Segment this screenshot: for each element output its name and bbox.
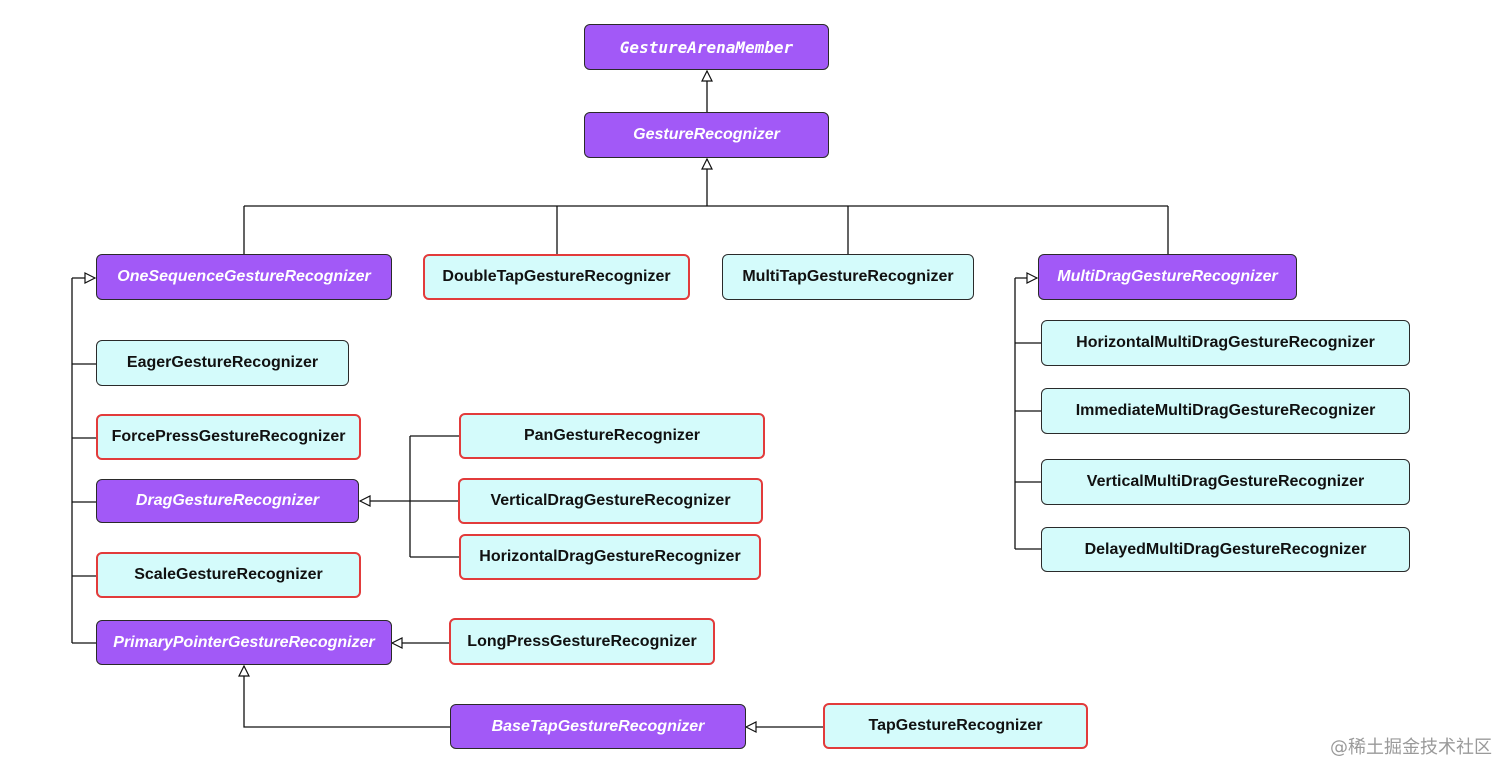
node-scale-gesture-recognizer: ScaleGestureRecognizer [96,552,361,598]
edge-base-tap [244,666,450,728]
node-tap-gesture-recognizer: TapGestureRecognizer [823,703,1088,749]
node-label: HorizontalDragGestureRecognizer [479,548,741,565]
node-horizontal-drag-gesture-recognizer: HorizontalDragGestureRecognizer [459,534,761,580]
node-label: PrimaryPointerGestureRecognizer [113,633,375,651]
node-label: ForcePressGestureRecognizer [111,428,346,445]
node-label: MultiDragGestureRecognizer [1057,268,1278,285]
node-pan-gesture-recognizer: PanGestureRecognizer [459,413,765,459]
node-multi-tap-gesture-recognizer: MultiTapGestureRecognizer [722,254,974,300]
node-label: LongPressGestureRecognizer [467,632,697,650]
node-label: ImmediateMultiDragGestureRecognizer [1075,402,1376,419]
node-label: DelayedMultiDragGestureRecognizer [1084,540,1367,558]
node-delayed-multi-drag-gesture-recognizer: DelayedMultiDragGestureRecognizer [1041,527,1410,572]
node-label: HorizontalMultiDragGestureRecognizer [1076,334,1375,351]
node-drag-gesture-recognizer: DragGestureRecognizer [96,479,359,523]
node-label: ScaleGestureRecognizer [134,566,323,583]
node-horizontal-multi-drag-gesture-recognizer: HorizontalMultiDragGestureRecognizer [1041,320,1410,366]
node-one-sequence-gesture-recognizer: OneSequenceGestureRecognizer [96,254,392,300]
node-label: EagerGestureRecognizer [126,354,319,371]
node-long-press-gesture-recognizer: LongPressGestureRecognizer [449,618,715,665]
node-eager-gesture-recognizer: EagerGestureRecognizer [96,340,349,386]
node-label: MultiTapGestureRecognizer [742,268,954,285]
node-label: BaseTapGestureRecognizer [491,717,705,735]
node-label: OneSequenceGestureRecognizer [117,268,371,285]
node-vertical-multi-drag-gesture-recognizer: VerticalMultiDragGestureRecognizer [1041,459,1410,505]
node-gesture-arena-member: GestureArenaMember [584,24,829,70]
node-label: VerticalMultiDragGestureRecognizer [1086,473,1365,490]
node-primary-pointer-gesture-recognizer: PrimaryPointerGestureRecognizer [96,620,392,665]
node-force-press-gesture-recognizer: ForcePressGestureRecognizer [96,414,361,460]
node-label: VerticalDragGestureRecognizer [490,492,731,509]
node-vertical-drag-gesture-recognizer: VerticalDragGestureRecognizer [458,478,763,524]
node-gesture-recognizer: GestureRecognizer [584,112,829,158]
node-multi-drag-gesture-recognizer: MultiDragGestureRecognizer [1038,254,1297,300]
node-base-tap-gesture-recognizer: BaseTapGestureRecognizer [450,704,746,749]
node-label: DragGestureRecognizer [135,492,320,509]
node-label: GestureRecognizer [633,126,780,143]
node-label: TapGestureRecognizer [868,717,1043,734]
node-label: DoubleTapGestureRecognizer [442,268,671,285]
node-immediate-multi-drag-gesture-recognizer: ImmediateMultiDragGestureRecognizer [1041,388,1410,434]
watermark: @稀土掘金技术社区 [1330,737,1492,758]
node-double-tap-gesture-recognizer: DoubleTapGestureRecognizer [423,254,690,300]
node-label: PanGestureRecognizer [523,427,701,444]
node-label: GestureArenaMember [619,37,794,57]
